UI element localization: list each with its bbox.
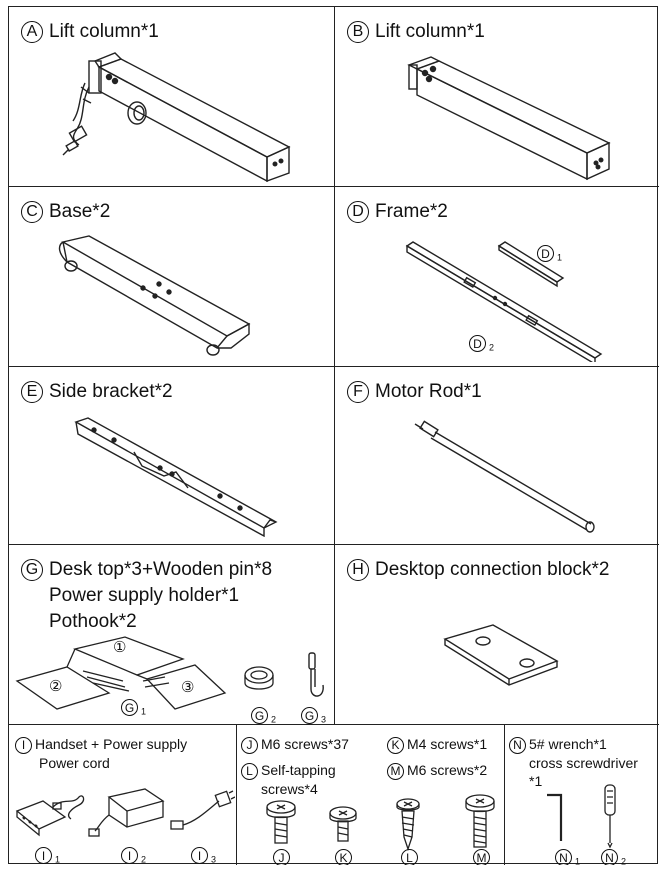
allen-wrench-illustration <box>547 793 563 841</box>
part-j-label: M6 screws*37 <box>261 736 349 752</box>
power-supply-adapter-illustration <box>88 788 165 837</box>
part-i-letter-badge: I <box>15 736 32 754</box>
part-d-title: D Frame*2 <box>347 199 448 225</box>
part-l-label-line2: screws*4 <box>261 780 318 797</box>
part-n-letter-badge: N <box>509 736 526 754</box>
power-cord-illustration <box>170 790 235 830</box>
part-f-label: Motor Rod*1 <box>375 381 482 402</box>
part-m-label: M6 screws*2 <box>407 762 488 778</box>
screwdriver-illustration <box>604 784 616 849</box>
part-h-label: Desktop connection block*2 <box>375 559 610 580</box>
screw-m-badge: M <box>473 849 493 865</box>
part-i-label-line2: Power cord <box>39 754 110 771</box>
part-n-label-line1: 5# wrench*1 <box>529 736 607 752</box>
part-g-label-line2: Power supply holder*1 <box>49 585 240 606</box>
part-l-label-line1: Self-tapping <box>261 762 336 778</box>
part-g-label-line1: Desk top*3+Wooden pin*8 <box>49 559 273 580</box>
part-b-cell: B Lift column*1 <box>335 7 659 187</box>
part-g-label-line3: Pothook*2 <box>49 611 137 632</box>
lift-column-with-motor-illustration <box>62 52 291 182</box>
part-e-title: E Side bracket*2 <box>21 379 173 405</box>
m4-screw-k-illustration <box>329 806 357 842</box>
power-supply-holder-illustration <box>244 666 274 690</box>
desk-top-pieces-illustration <box>15 636 227 710</box>
part-c-label: Base*2 <box>49 201 111 222</box>
part-d-label: Frame*2 <box>375 201 448 222</box>
motor-rod-illustration <box>414 420 595 533</box>
part-g-letter-badge: G <box>21 559 43 581</box>
part-g-title: G Desk top*3+Wooden pin*8 Power supply h… <box>21 557 272 635</box>
part-e-label: Side bracket*2 <box>49 381 173 402</box>
part-i-label-line1: Handset + Power supply <box>35 736 188 752</box>
connection-block-illustration <box>443 624 559 686</box>
part-e-letter-badge: E <box>21 381 43 403</box>
part-c-title: C Base*2 <box>21 199 110 225</box>
side-bracket-illustration <box>74 417 278 537</box>
lift-column-illustration <box>407 56 611 181</box>
part-d-letter-badge: D <box>347 201 369 223</box>
part-n-label-line2: cross screwdriver <box>529 754 638 771</box>
part-h-cell: H Desktop connection block*2 <box>335 545 659 725</box>
m6-screw-j-illustration <box>266 800 296 844</box>
part-b-title: B Lift column*1 <box>347 19 485 45</box>
part-b-label: Lift column*1 <box>375 21 485 42</box>
part-g-cell: G Desk top*3+Wooden pin*8 Power supply h… <box>9 545 335 725</box>
handset-illustration <box>15 795 85 837</box>
part-a-label: Lift column*1 <box>49 21 159 42</box>
parts-list-sheet: A Lift column*1 B <box>8 6 659 865</box>
part-a-cell: A Lift column*1 <box>9 7 335 187</box>
part-l-letter-badge: L <box>241 762 258 780</box>
part-h-title: H Desktop connection block*2 <box>347 557 609 583</box>
screw-l-badge: L <box>401 849 421 865</box>
part-k-letter-badge: K <box>387 736 404 754</box>
part-c-letter-badge: C <box>21 201 43 223</box>
part-f-letter-badge: F <box>347 381 369 403</box>
part-j-letter-badge: J <box>241 736 258 754</box>
part-f-cell: F Motor Rod*1 <box>335 367 659 545</box>
part-c-cell: C Base*2 <box>9 187 335 367</box>
part-k-label: M4 screws*1 <box>407 736 488 752</box>
part-a-letter-badge: A <box>21 21 43 43</box>
screw-k-badge: K <box>335 849 355 865</box>
desk-piece-3-label: ③ <box>181 679 195 696</box>
part-f-title: F Motor Rod*1 <box>347 379 482 405</box>
pothook-illustration <box>308 652 324 697</box>
screw-j-badge: J <box>273 849 293 865</box>
base-foot-illustration <box>58 235 251 356</box>
frame-beam-illustration <box>405 241 603 362</box>
self-tapping-screw-l-illustration <box>396 798 420 852</box>
desk-piece-1-label: ① <box>113 639 127 656</box>
part-e-cell: E Side bracket*2 <box>9 367 335 545</box>
part-a-title: A Lift column*1 <box>21 19 159 45</box>
desk-piece-2-label: ② <box>49 678 63 695</box>
part-b-letter-badge: B <box>347 21 369 43</box>
part-m-letter-badge: M <box>387 762 404 780</box>
part-h-letter-badge: H <box>347 559 369 581</box>
m6-screw-m-illustration <box>465 794 495 848</box>
part-n-label-line3: *1 <box>529 772 543 789</box>
